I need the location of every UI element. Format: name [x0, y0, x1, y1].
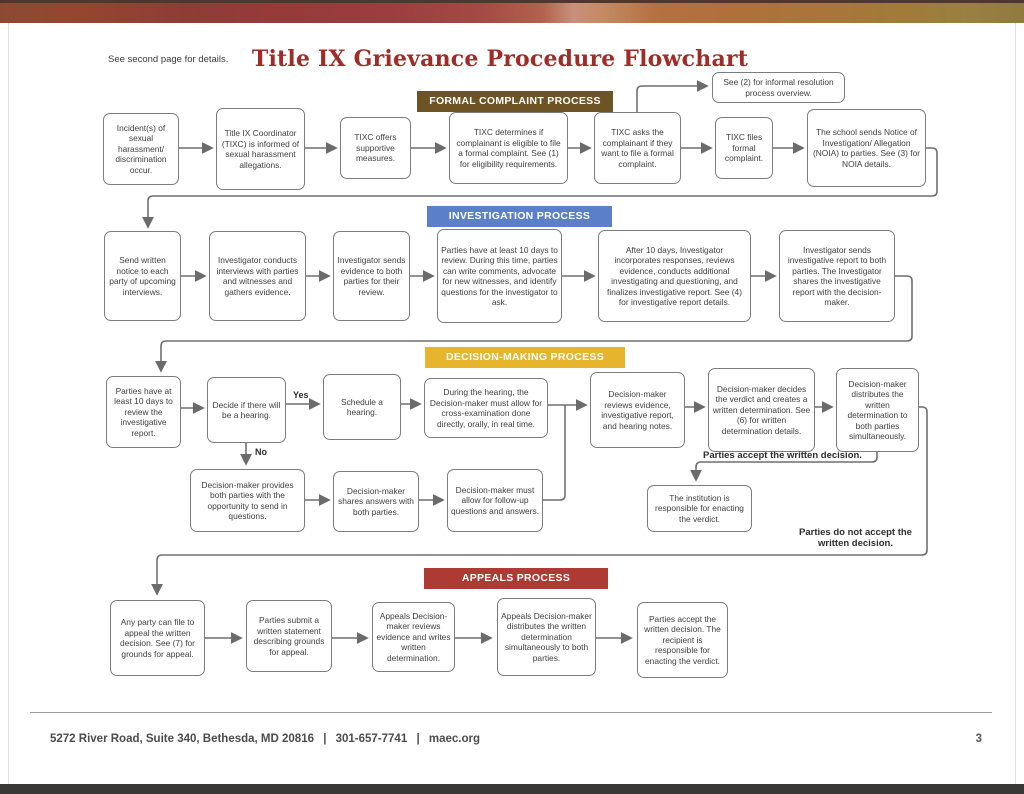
page-right-edge	[1015, 23, 1016, 784]
node-evidence-sent: Investigator sends evidence to both part…	[333, 231, 410, 321]
section-banner-decision-making: DECISION-MAKING PROCESS	[425, 347, 625, 368]
node-decide-hearing: Decide if there will be a hearing.	[207, 377, 286, 443]
node-review-report: Parties have at least 10 days to review …	[106, 376, 181, 448]
node-files-complaint: TIXC files formal complaint.	[715, 117, 773, 179]
page-title: Title IX Grievance Procedure Flowchart	[251, 46, 749, 72]
section-banner-investigation: INVESTIGATION PROCESS	[427, 206, 612, 227]
node-follow-up-questions: Decision-maker must allow for follow-up …	[447, 469, 543, 532]
node-noia-sent: The school sends Notice of Investigation…	[807, 109, 926, 187]
node-ten-day-review: Parties have at least 10 days to review.…	[437, 229, 562, 323]
node-shares-answers: Decision-maker shares answers with both …	[333, 471, 419, 532]
footer-phone: 301-657-7741	[335, 733, 408, 745]
footer-separator: |	[323, 733, 327, 745]
header-photo-strip	[0, 0, 1024, 23]
footer-website: maec.org	[428, 733, 480, 745]
footer-separator: |	[416, 733, 420, 745]
edge-label-not-accept: Parties do not accept the written decisi…	[799, 527, 912, 549]
node-report-sent: Investigator sends investigative report …	[779, 230, 895, 322]
node-send-questions: Decision-maker provides both parties wit…	[190, 469, 305, 532]
node-incident-occurs: Incident(s) of sexual harassment/ discri…	[103, 113, 179, 185]
node-appeal-statement: Parties submit a written statement descr…	[246, 600, 332, 672]
node-recipient-enacts: Parties accept the written decision. The…	[637, 602, 728, 678]
node-cross-examination: During the hearing, the Decision-maker m…	[424, 378, 548, 438]
footer-contact-info: 5272 River Road, Suite 340, Bethesda, MD…	[50, 733, 486, 745]
node-investigator-interviews: Investigator conducts interviews with pa…	[209, 231, 306, 321]
footer-divider	[30, 712, 992, 713]
node-distributes-determination: Decision-maker distributes the written d…	[836, 368, 919, 452]
bottom-bar	[0, 784, 1024, 794]
section-banner-appeals: APPEALS PROCESS	[424, 568, 608, 589]
node-reviews-evidence: Decision-maker reviews evidence, investi…	[590, 372, 685, 448]
page-number: 3	[975, 733, 982, 745]
node-schedule-hearing: Schedule a hearing.	[323, 374, 401, 440]
node-tixc-informed: Title IX Coordinator (TIXC) is informed …	[216, 108, 305, 190]
node-finalize-report: After 10 days, Investigator incorporates…	[598, 230, 751, 322]
see-details-note: See second page for details.	[108, 54, 229, 65]
node-ask-complainant: TIXC asks the complainant if they want t…	[594, 112, 681, 184]
node-written-notice: Send written notice to each party of upc…	[104, 231, 181, 321]
node-informal-resolution: See (2) for informal resolution process …	[712, 72, 845, 103]
page-left-edge	[8, 23, 9, 784]
node-institution-enacts: The institution is responsible for enact…	[647, 485, 752, 532]
footer-address: 5272 River Road, Suite 340, Bethesda, MD…	[50, 733, 314, 745]
node-supportive-measures: TIXC offers supportive measures.	[340, 117, 411, 179]
edge-label-yes: Yes	[293, 390, 309, 400]
node-decides-verdict: Decision-maker decides the verdict and c…	[708, 368, 815, 452]
edge-label-no: No	[255, 447, 267, 457]
node-appeals-distributes: Appeals Decision-maker distributes the w…	[497, 598, 596, 676]
node-file-appeal: Any party can file to appeal the written…	[110, 600, 205, 676]
edge-label-accept: Parties accept the written decision.	[703, 450, 862, 461]
section-banner-formal-complaint: FORMAL COMPLAINT PROCESS	[417, 91, 613, 112]
node-eligibility-determination: TIXC determines if complainant is eligib…	[449, 112, 568, 184]
node-appeals-reviews: Appeals Decision-maker reviews evidence …	[372, 602, 455, 672]
